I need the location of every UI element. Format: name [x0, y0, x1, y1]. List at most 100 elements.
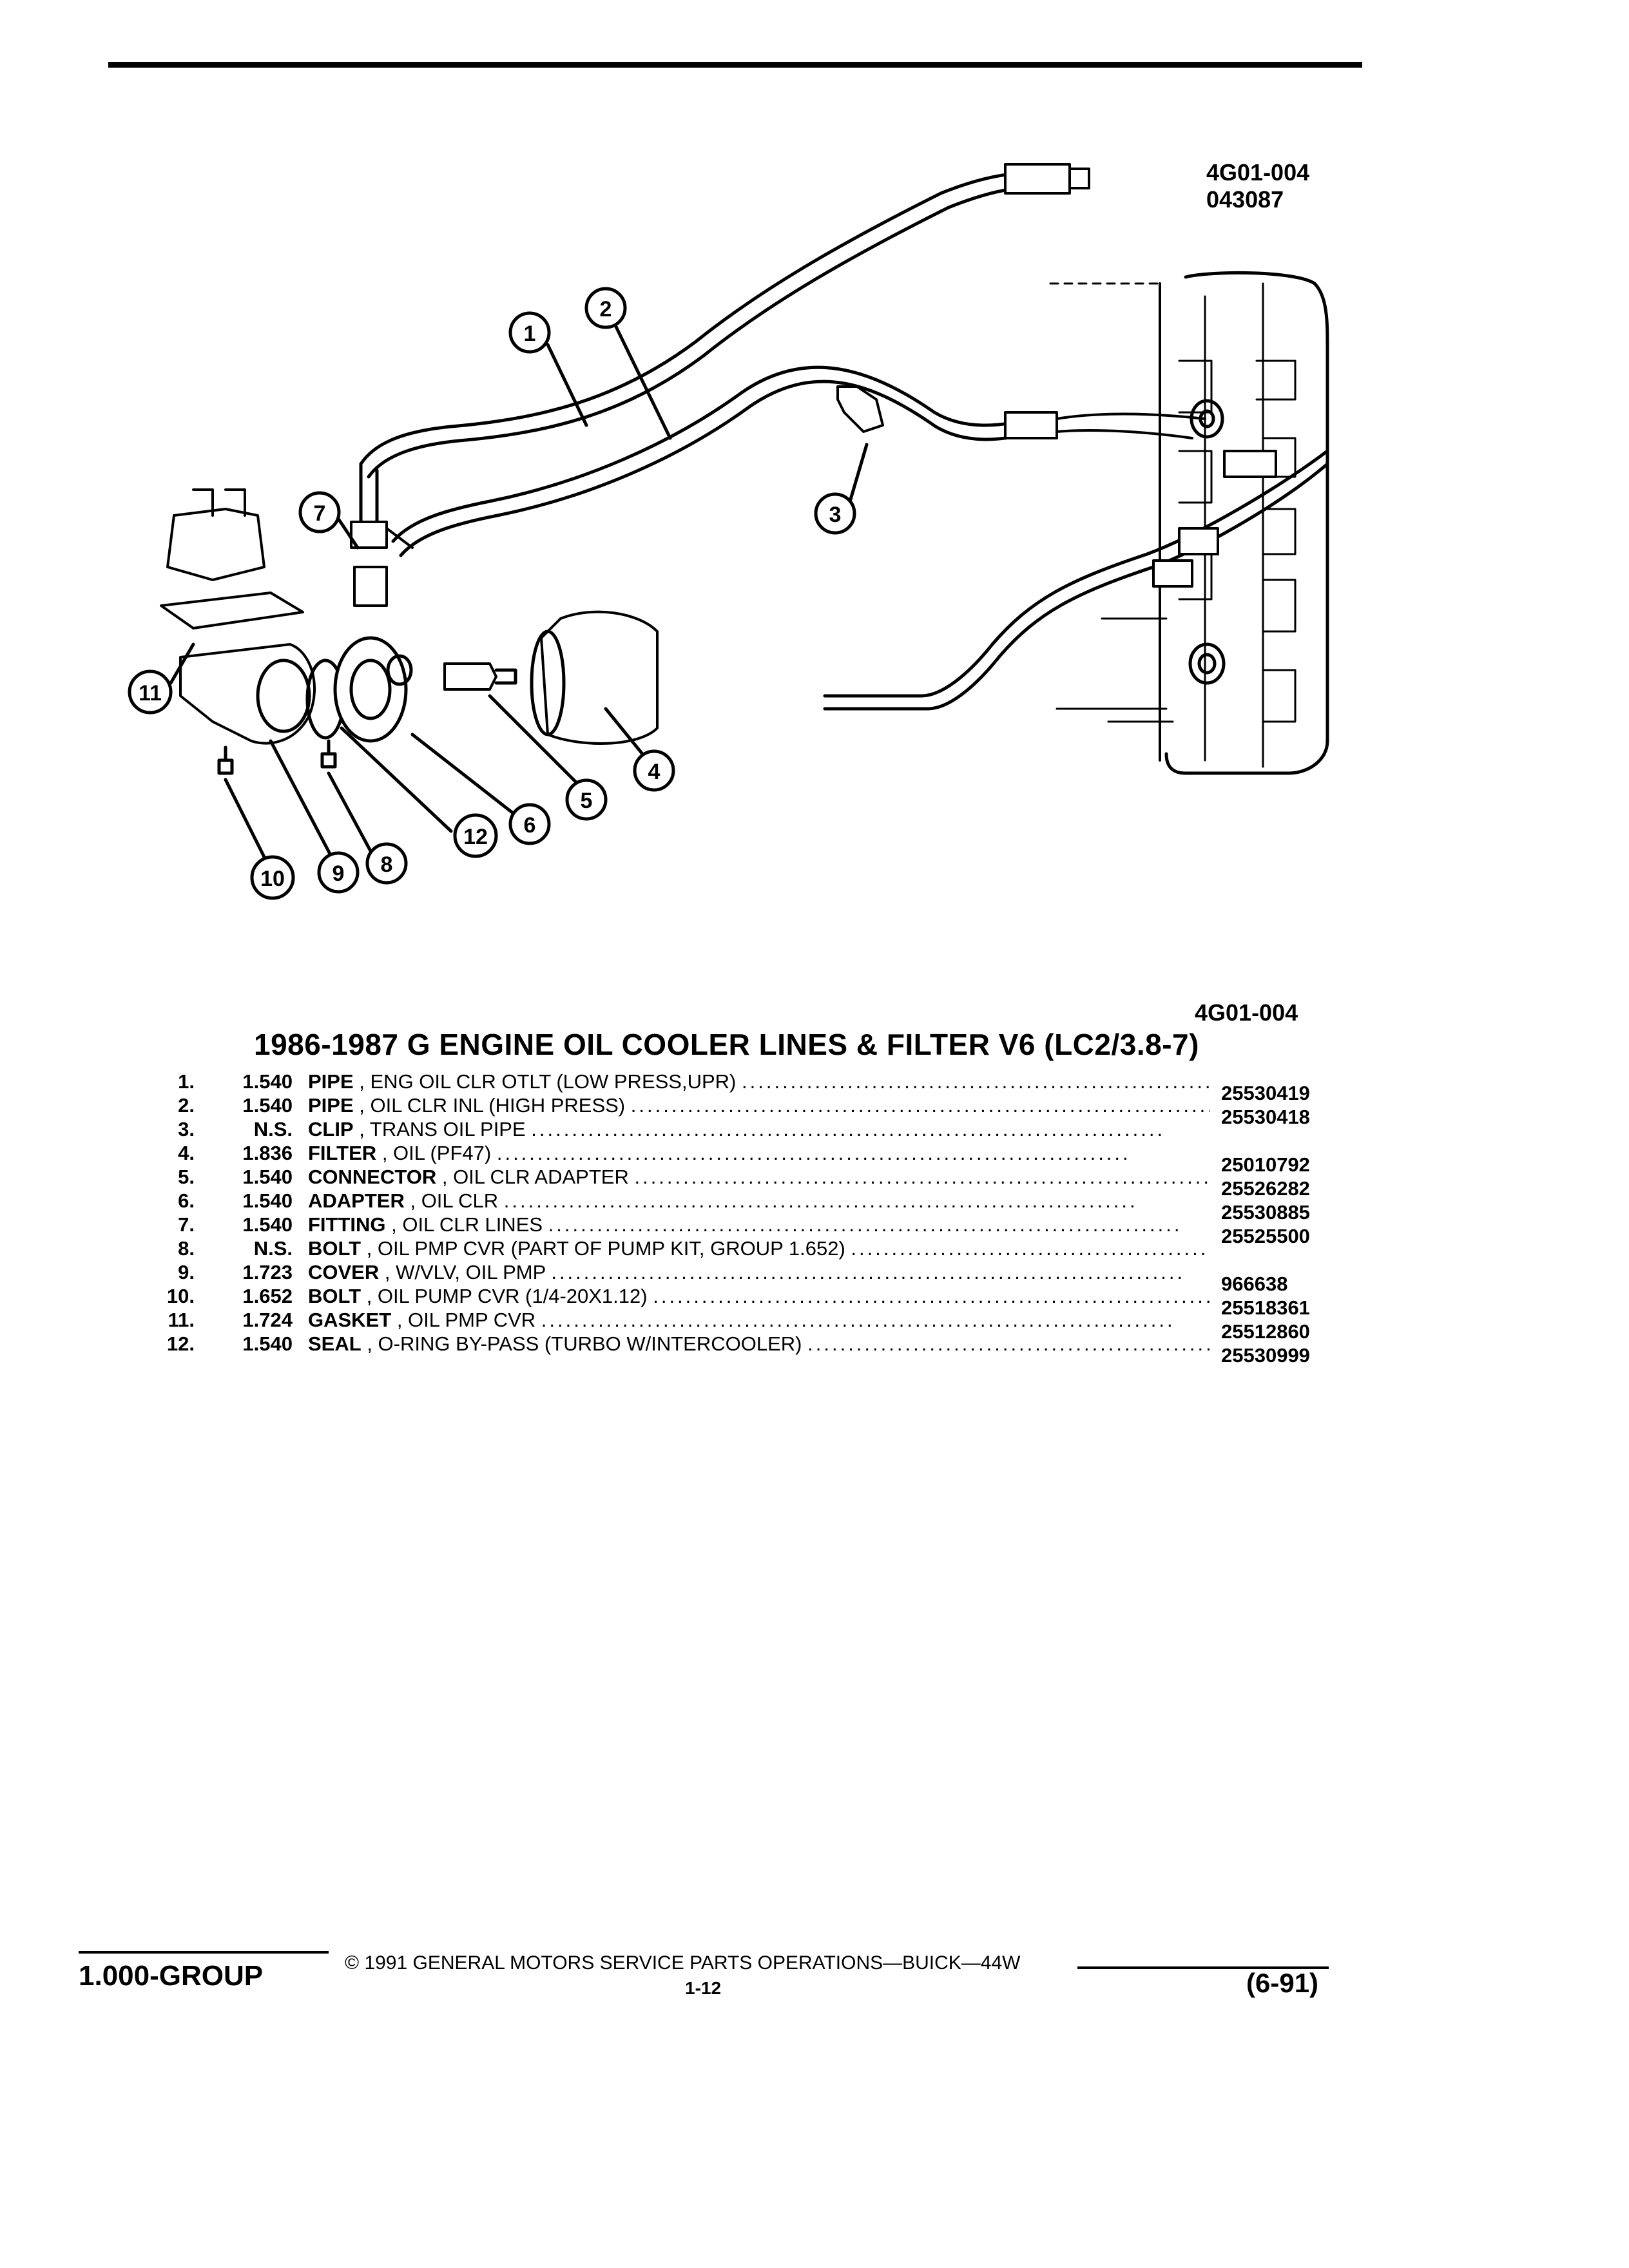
item-number: 11.	[168, 1309, 195, 1331]
footer-rule-right	[1077, 1966, 1329, 1969]
item-number: 9.	[178, 1261, 195, 1283]
item-number: 8.	[178, 1237, 195, 1260]
callout-2: 2	[600, 297, 612, 322]
item-detail: , OIL PUMP CVR (1/4-20X1.12)	[366, 1285, 648, 1307]
figure-id: 4G01-004	[1206, 159, 1310, 186]
item-detail: , OIL (PF47)	[381, 1142, 492, 1164]
item-number: 5.	[178, 1166, 195, 1188]
parts-row: 8. N.S. BOLT , OIL PMP CVR (PART OF PUMP…	[0, 1236, 1629, 1260]
callout-3: 3	[829, 503, 842, 527]
callout-10: 10	[260, 867, 285, 891]
item-description: CLIP , TRANS OIL PIPE ..................…	[308, 1118, 1166, 1140]
item-detail: , ENG OIL CLR OTLT (LOW PRESS,UPR)	[359, 1070, 737, 1093]
part-number: 25530885	[1221, 1201, 1310, 1224]
item-detail: , OIL PMP CVR	[396, 1309, 536, 1331]
item-description: COVER , W/VLV, OIL PMP .................…	[308, 1261, 1186, 1283]
item-detail: , OIL CLR INL (HIGH PRESS)	[359, 1094, 626, 1117]
parts-row: 10. 1.652 BOLT , OIL PUMP CVR (1/4-20X1.…	[0, 1284, 1629, 1319]
footer-date: (6-91)	[1246, 1968, 1319, 1998]
group-number: 1.540	[242, 1332, 293, 1355]
item-description: BOLT , OIL PUMP CVR (1/4-20X1.12) ......…	[308, 1285, 1210, 1307]
part-number: 25010792	[1221, 1153, 1310, 1176]
parts-row: 5. 1.540 CONNECTOR , OIL CLR ADAPTER ...…	[0, 1165, 1629, 1200]
part-number: 966638	[1221, 1273, 1288, 1295]
group-number: 1.540	[242, 1094, 293, 1117]
group-number: 1.836	[242, 1142, 293, 1164]
part-number: 25525500	[1221, 1225, 1310, 1247]
parts-row: 2. 1.540 PIPE , OIL CLR INL (HIGH PRESS)…	[0, 1093, 1629, 1128]
item-detail: , TRANS OIL PIPE	[359, 1118, 526, 1140]
footer-copyright: © 1991 GENERAL MOTORS SERVICE PARTS OPER…	[345, 1952, 1021, 1974]
item-description: FILTER , OIL (PF47) ....................…	[308, 1142, 1131, 1164]
item-detail: , OIL CLR	[410, 1189, 499, 1212]
item-detail: , OIL CLR LINES	[391, 1213, 543, 1236]
parts-row: 1. 1.540 PIPE , ENG OIL CLR OTLT (LOW PR…	[0, 1070, 1629, 1104]
group-number: 1.723	[242, 1261, 293, 1283]
page-title: 1986-1987 G ENGINE OIL COOLER LINES & FI…	[254, 1028, 1199, 1061]
item-name: CLIP	[308, 1118, 354, 1140]
item-description: PIPE , ENG OIL CLR OTLT (LOW PRESS,UPR) …	[308, 1070, 1210, 1093]
callout-8: 8	[381, 852, 393, 877]
part-number: 25518361	[1221, 1296, 1310, 1319]
item-detail: , W/VLV, OIL PMP	[384, 1261, 546, 1283]
exploded-parts-diagram: 1 2 3 4 5 6 7 8 9 10 11 12	[128, 163, 1329, 900]
group-number: N.S.	[253, 1118, 293, 1140]
item-description: GASKET , OIL PMP CVR ...................…	[308, 1309, 1175, 1331]
group-number: 1.540	[242, 1070, 293, 1093]
parts-row: 12. 1.540 SEAL , O-RING BY-PASS (TURBO W…	[0, 1332, 1629, 1367]
item-name: BOLT	[308, 1237, 361, 1260]
item-name: PIPE	[308, 1094, 354, 1117]
item-detail: , OIL PMP CVR (PART OF PUMP KIT, GROUP 1…	[366, 1237, 845, 1260]
callout-6: 6	[524, 813, 536, 838]
item-name: FILTER	[308, 1142, 377, 1164]
item-name: ADAPTER	[308, 1189, 405, 1212]
item-name: SEAL	[308, 1332, 361, 1355]
group-number: 1.652	[242, 1285, 293, 1307]
item-description: ADAPTER , OIL CLR ......................…	[308, 1189, 1138, 1212]
item-name: COVER	[308, 1261, 380, 1283]
top-rule	[108, 62, 1362, 68]
parts-row: 4. 1.836 FILTER , OIL (PF47) ...........…	[0, 1141, 1629, 1176]
page-number: 1-12	[685, 1978, 722, 1998]
parts-row: 7. 1.540 FITTING , OIL CLR LINES .......…	[0, 1213, 1629, 1247]
callout-7: 7	[314, 501, 326, 526]
part-number: 25530419	[1221, 1082, 1310, 1104]
item-number: 10.	[166, 1285, 195, 1307]
group-number: N.S.	[253, 1237, 293, 1260]
callout-1: 1	[524, 322, 536, 346]
item-description: PIPE , OIL CLR INL (HIGH PRESS) ........…	[308, 1094, 1210, 1117]
item-detail: , O-RING BY-PASS (TURBO W/INTERCOOLER)	[367, 1332, 802, 1355]
part-number: 25530999	[1221, 1344, 1310, 1367]
item-name: PIPE	[308, 1070, 354, 1093]
item-number: 6.	[178, 1189, 195, 1212]
group-number: 1.540	[242, 1213, 293, 1236]
callout-5: 5	[581, 789, 593, 813]
item-description: CONNECTOR , OIL CLR ADAPTER ............…	[308, 1166, 1210, 1188]
part-number: 25530418	[1221, 1106, 1310, 1128]
item-number: 12.	[166, 1332, 195, 1355]
group-number: 1.540	[242, 1166, 293, 1188]
item-description: SEAL , O-RING BY-PASS (TURBO W/INTERCOOL…	[308, 1332, 1210, 1355]
callout-9: 9	[333, 861, 345, 886]
item-name: CONNECTOR	[308, 1166, 437, 1188]
item-number: 1.	[178, 1070, 195, 1093]
item-number: 2.	[178, 1094, 195, 1117]
item-name: GASKET	[308, 1309, 392, 1331]
item-number: 3.	[178, 1118, 195, 1140]
callout-11: 11	[139, 681, 162, 706]
figure-code: 043087	[1206, 186, 1284, 213]
item-description: BOLT , OIL PMP CVR (PART OF PUMP KIT, GR…	[308, 1237, 1210, 1260]
figure-id-bottom: 4G01-004	[1195, 999, 1298, 1026]
item-name: BOLT	[308, 1285, 361, 1307]
group-number: 1.540	[242, 1189, 293, 1212]
part-number: 25526282	[1221, 1177, 1310, 1200]
parts-row: 6. 1.540 ADAPTER , OIL CLR .............…	[0, 1189, 1629, 1224]
parts-row: 9. 1.723 COVER , W/VLV, OIL PMP ........…	[0, 1260, 1629, 1295]
parts-row: 3. N.S. CLIP , TRANS OIL PIPE ..........…	[0, 1117, 1629, 1141]
item-number: 4.	[178, 1142, 195, 1164]
group-number: 1.724	[242, 1309, 293, 1331]
footer-group: 1.000-GROUP	[79, 1960, 264, 1992]
item-name: FITTING	[308, 1213, 386, 1236]
item-detail: , OIL CLR ADAPTER	[441, 1166, 629, 1188]
callout-12: 12	[463, 825, 488, 849]
